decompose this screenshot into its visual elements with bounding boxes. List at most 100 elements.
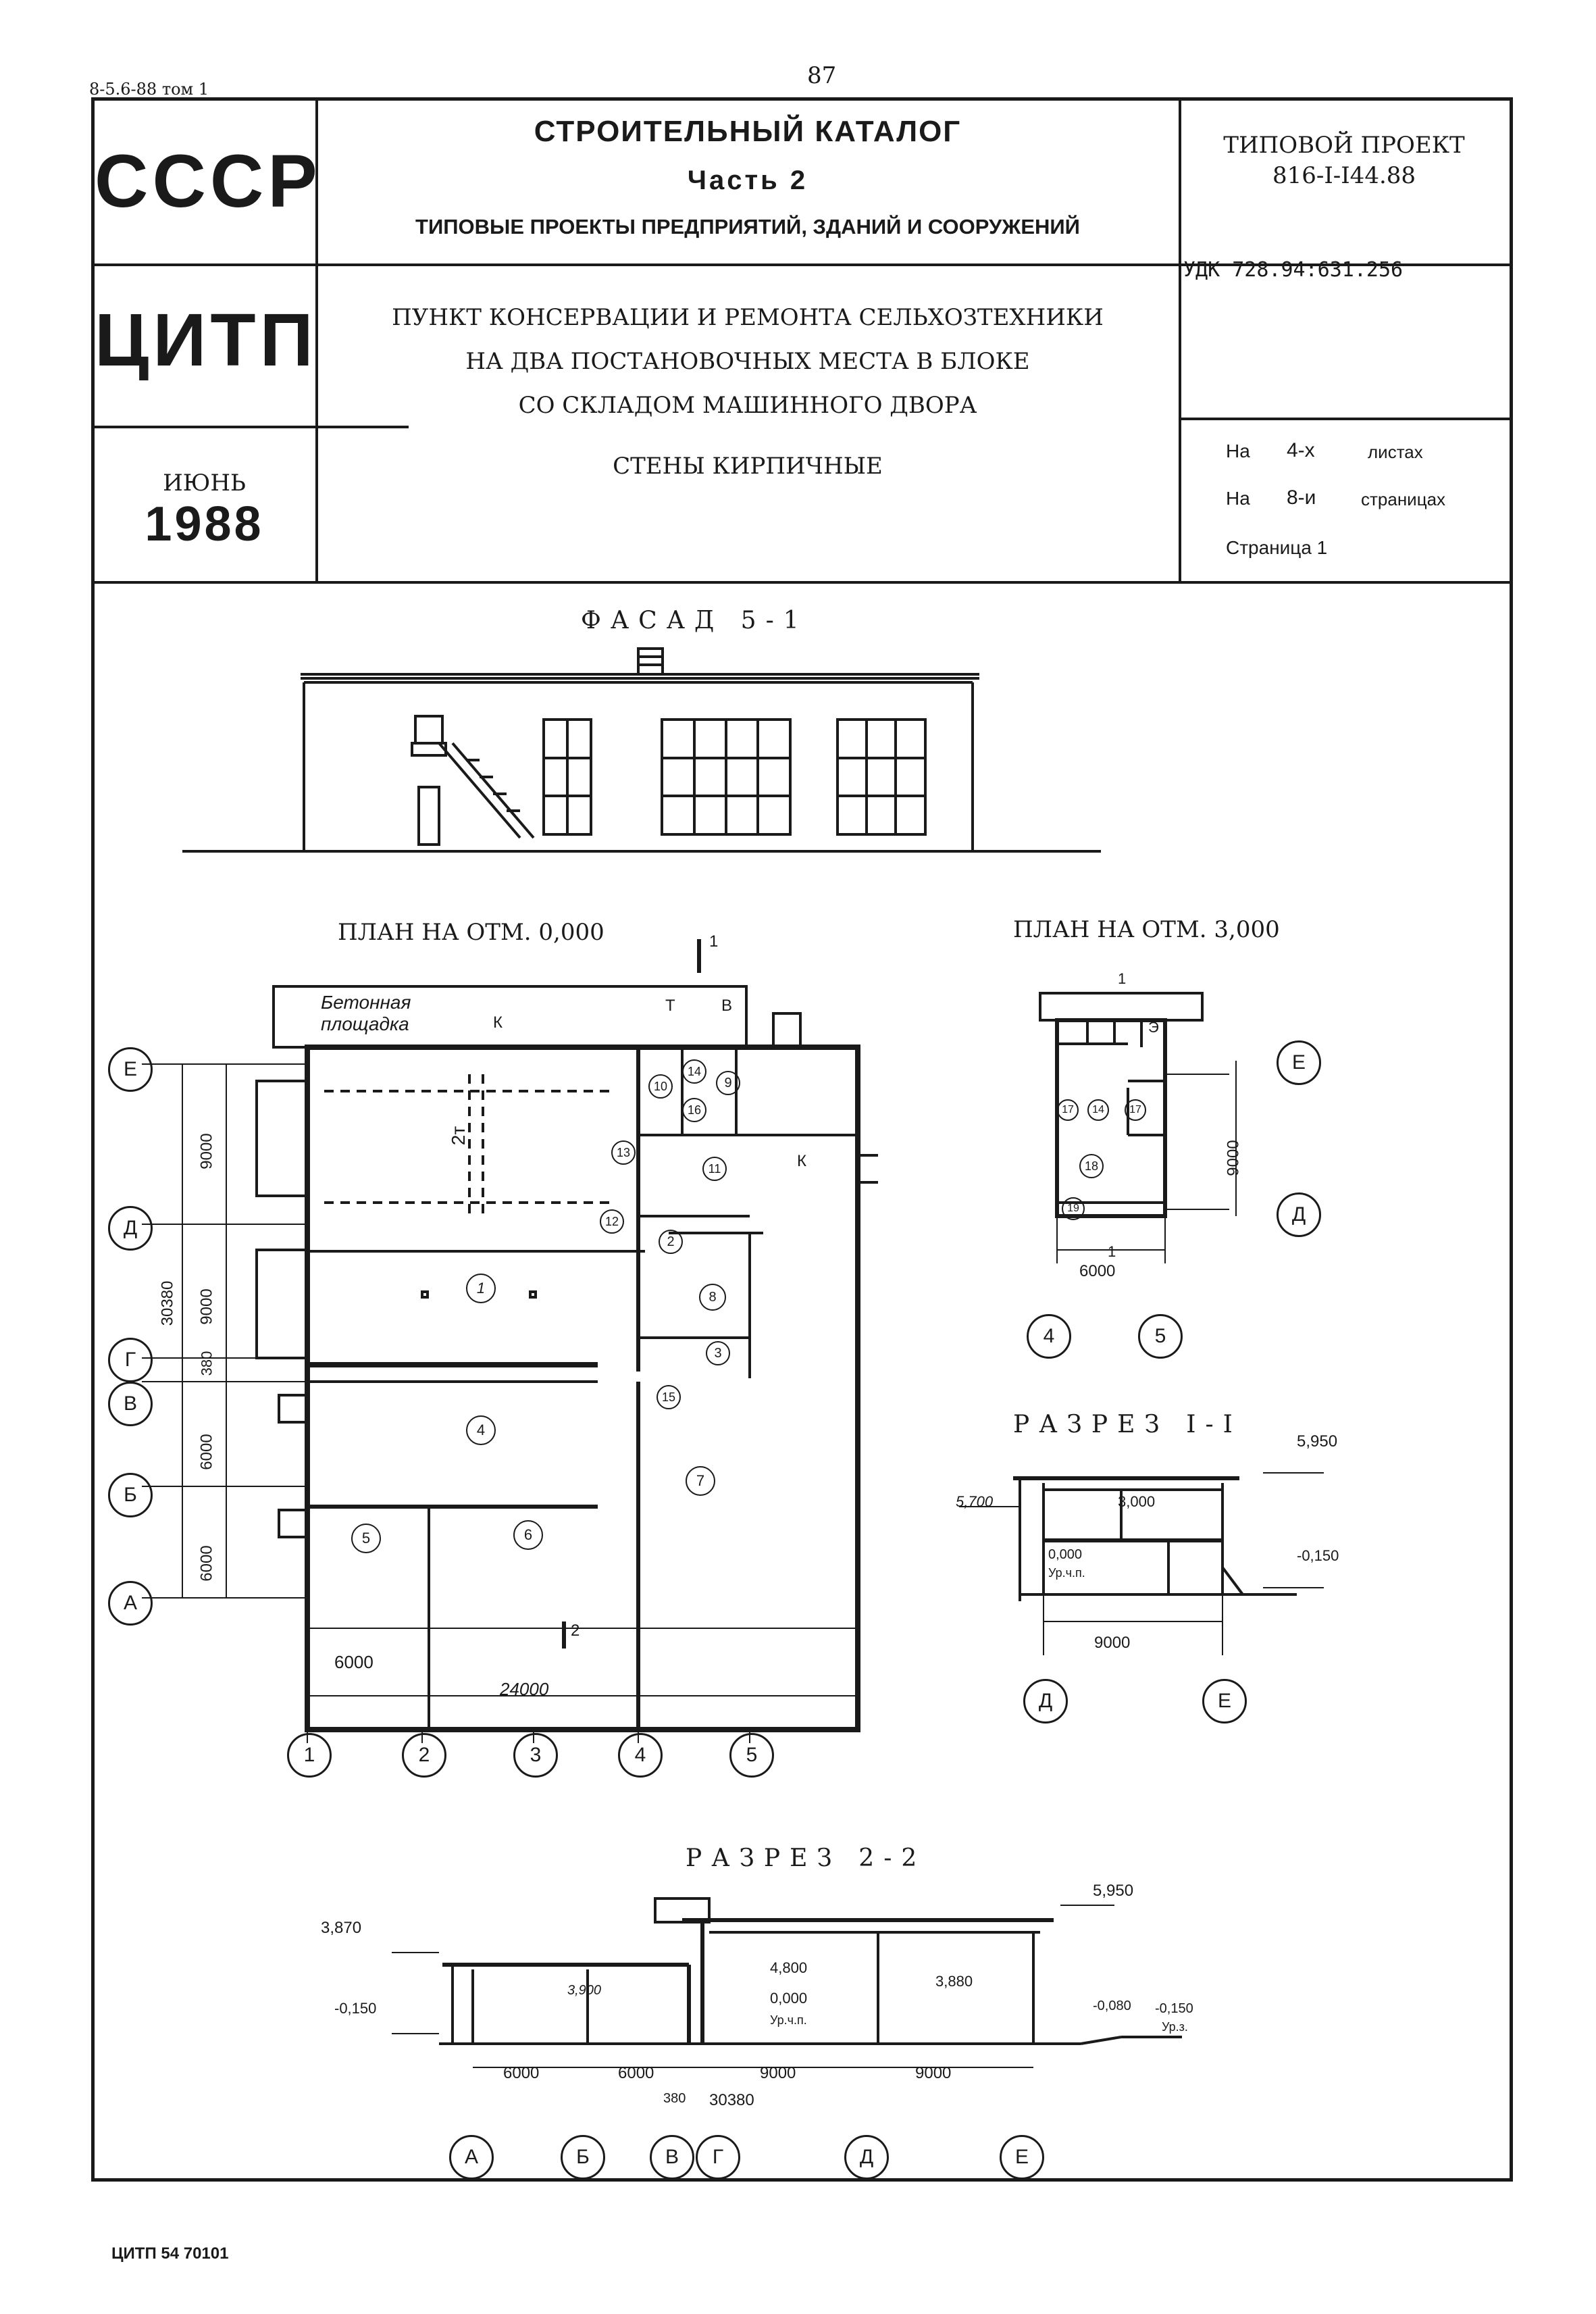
section-2-2-axis-b: Б [561,2135,605,2180]
udk-code: УДК 728.94:631.256 [1183,258,1404,282]
plan-3-axis-5: 5 [1138,1314,1183,1359]
room-8: 8 [699,1284,726,1311]
section-1-1-dim: 9000 [1094,1634,1131,1652]
dim-total-24000: 24000 [500,1679,549,1699]
room-18: 18 [1079,1154,1104,1178]
axis-bubble-4: 4 [618,1733,663,1778]
room-3: 3 [706,1341,730,1365]
title-rule-4 [91,581,1510,584]
facade-drawing [182,647,1101,853]
section-2-2-level-4800: 4,800 [770,1959,808,1976]
section-1-1-axis-d: Д [1023,1679,1068,1724]
section-2-2-floor-mark: Ур.ч.п. [770,2013,807,2027]
room-17-right: 17 [1125,1099,1146,1121]
room-2: 2 [659,1230,683,1254]
title-rule-2 [91,426,409,428]
axis-bubble-2: 2 [402,1733,446,1778]
room-10: 10 [648,1074,673,1099]
section-2-2-dim-total: 30380 [709,2091,754,2109]
section-2-2-level-right-finish: -0,150 [1155,2001,1193,2016]
axis-bubble-b: Б [108,1473,153,1517]
facade-title: ФАСАД 5-1 [581,607,808,634]
title-divider-right [1179,97,1181,582]
project-label: ТИПОВОЙ ПРОЕКТ [1223,132,1465,159]
section-2-2-dim-de: 9000 [915,2064,952,2082]
org-label: ЦИТП [95,299,317,382]
plan-3-axis-e: Е [1277,1040,1321,1085]
dim-bay-6000: 6000 [334,1652,374,1672]
section-2-2-dim-ab: 6000 [503,2064,540,2082]
room-17-left: 17 [1057,1099,1079,1121]
catalog-subtitle: ТИПОВЫЕ ПРОЕКТЫ ПРЕДПРИЯТИЙ, ЗДАНИЙ И СО… [415,215,1080,238]
plan-3-axis-d: Д [1277,1192,1321,1237]
title-rule-3 [1179,418,1510,420]
section-2-2-level-3900: 3,900 [567,1983,602,1998]
section-2-2-title: РАЗРЕЗ 2-2 [686,1844,927,1872]
section-1-1-level-zero: 0,000 [1048,1547,1083,1562]
room-16: 16 [682,1098,706,1122]
plan-3-title: ПЛАН НА ОТМ. 3,000 [1013,916,1280,943]
section-2-2-axis-e: Е [1000,2135,1044,2180]
project-description-line-3: СО СКЛАДОМ МАШИННОГО ДВОРА [518,392,977,419]
room-12: 12 [600,1209,624,1234]
catalog-title: СТРОИТЕЛЬНЫЙ КАТАЛОГ [534,115,962,148]
section-2-2-axis-g: Г [696,2135,740,2180]
room-9: 9 [716,1071,740,1095]
issue-month: ИЮНЬ [163,470,246,497]
page-number: 87 [807,62,837,89]
section-1-1-axis-e: Е [1202,1679,1247,1724]
catalog-part: Часть 2 [687,166,808,195]
pages-word: страницах [1361,489,1446,509]
room-19: 19 [1062,1197,1085,1220]
marker-k-right: К [797,1152,806,1170]
room-15: 15 [657,1385,681,1409]
sheets-word: листах [1368,442,1423,462]
crane-capacity: 2т [448,1126,469,1146]
section-2-2-level-top: 5,950 [1093,1882,1134,1900]
room-5: 5 [351,1524,381,1553]
project-description-line-1: ПУНКТ КОНСЕРВАЦИИ И РЕМОНТА СЕЛЬХОЗТЕХНИ… [392,304,1104,331]
section-2-2-ground-mark: Ур.з. [1162,2020,1188,2034]
section-2-2-axis-d: Д [844,2135,889,2180]
series-reference: 8-5.6-88 том 1 [89,80,209,99]
section-marker-1-top: 1 [709,932,719,951]
pages-value: 8-и [1287,486,1316,509]
plan-3-dim-6000: 6000 [1079,1262,1116,1280]
axis-bubble-3: 3 [513,1733,558,1778]
sheets-value: 4-х [1287,439,1315,461]
footer-code: ЦИТП 54 70101 [111,2244,229,2263]
dim-380: 380 [198,1351,215,1376]
axis-bubble-v: В [108,1382,153,1426]
plan-0-drawing [142,939,878,1743]
dim-6000-b: 6000 [197,1434,216,1470]
plan-3-marker-e: Э [1148,1019,1159,1036]
section-2-2-level-3880: 3,880 [935,1973,973,1990]
section-2-2-level-left-ground: -0,150 [334,2000,377,2017]
room-14: 14 [682,1059,706,1084]
axis-bubble-1: 1 [287,1733,332,1778]
sheet-frame [91,97,1513,2182]
section-1-1-level-ground: -0,150 [1297,1547,1339,1564]
project-number: 816-I-I44.88 [1272,162,1416,189]
concrete-pad-label-2: площадка [321,1013,409,1034]
section-2-2-axis-v: В [650,2135,694,2180]
room-11: 11 [702,1157,727,1181]
dim-total-vertical: 30380 [158,1280,177,1326]
axis-bubble-5: 5 [729,1733,774,1778]
room-14-upper: 14 [1087,1099,1109,1121]
page-label: Страница 1 [1226,537,1328,558]
section-2-2-dim-gd: 9000 [760,2064,796,2082]
section-1-1-level-floor2: 3,000 [1118,1493,1156,1510]
plan-3-marker-1-bottom: 1 [1108,1243,1116,1260]
concrete-pad-label-1: Бетонная [321,992,411,1013]
room-7: 7 [686,1466,715,1496]
section-1-1-drawing [959,1472,1324,1655]
section-1-1-level-eave: 5,700 [956,1493,994,1510]
marker-v: В [721,997,733,1015]
dim-6000-a: 6000 [197,1545,216,1582]
plan-0-title: ПЛАН НА ОТМ. 0,000 [338,919,604,946]
section-2-2-drawing [392,1897,1182,2068]
issue-year: 1988 [145,497,264,551]
section-1-1-floor-mark: Ур.ч.п. [1048,1566,1085,1580]
plan-3-marker-1-top: 1 [1118,970,1127,987]
